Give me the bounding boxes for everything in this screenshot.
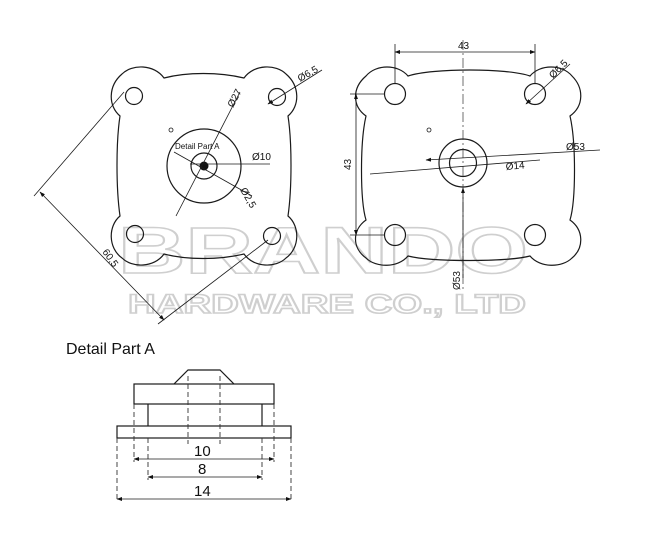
right-hole-tl [383, 82, 407, 106]
left-small-mark [168, 127, 174, 133]
left-detail-callout: Detail Part A [175, 142, 220, 151]
left-label-center: Ø10 [252, 152, 271, 163]
left-ext-1 [33, 91, 125, 197]
right-small-mark [426, 127, 432, 133]
detail-label-8: 8 [198, 461, 206, 478]
left-leader-27 [175, 91, 241, 217]
right-label-53v: Ø53 [452, 271, 463, 290]
left-label-pin: Ø2,5 [237, 186, 258, 211]
right-label-height: 43 [343, 158, 354, 170]
left-leader-hole [267, 69, 323, 105]
right-label-hole: Ø6,5 [547, 58, 570, 81]
left-label-pcd: Ø27 [226, 87, 245, 109]
detail-upper-block [133, 383, 275, 405]
left-hole-br [262, 226, 282, 246]
watermark-line2: HARDWARE CO., LTD [128, 289, 526, 319]
watermark: BRANDO HARDWARE CO., LTD [117, 212, 529, 320]
detail-label-10: 10 [194, 443, 211, 460]
right-hole-bl [383, 223, 407, 247]
right-label-width: 43 [458, 41, 470, 52]
left-hole-tr [267, 87, 287, 107]
left-ring-10 [190, 152, 218, 180]
left-leader-25 [173, 151, 253, 197]
detail-label-14: 14 [194, 483, 211, 500]
right-label-53: Ø53 [566, 142, 585, 153]
left-ext-2 [157, 239, 269, 325]
right-leader-14 [369, 159, 541, 175]
right-gasket-outline [354, 66, 582, 266]
right-hole-br [523, 223, 547, 247]
left-label-hole: Ø6,5 [296, 64, 321, 85]
detail-cap [173, 369, 235, 385]
right-leader-hole [525, 63, 571, 105]
right-leader-53 [425, 149, 601, 162]
left-dim-diagonal [39, 191, 165, 321]
detail-part-a: Detail Part A 10 8 14 [66, 341, 292, 502]
left-hole-tl [124, 86, 144, 106]
watermark-line1: BRANDO [118, 213, 528, 287]
right-label-14: Ø14 [505, 160, 525, 173]
left-ring-27 [166, 128, 242, 204]
right-hole-tr [523, 82, 547, 106]
left-gasket-outline [110, 66, 298, 266]
left-gasket-view: Ø6,5 Ø27 Ø10 Ø2,5 Detail Part A 60,5 [33, 64, 323, 325]
detail-title: Detail Part A [66, 341, 155, 358]
detail-base-plate [116, 425, 292, 439]
